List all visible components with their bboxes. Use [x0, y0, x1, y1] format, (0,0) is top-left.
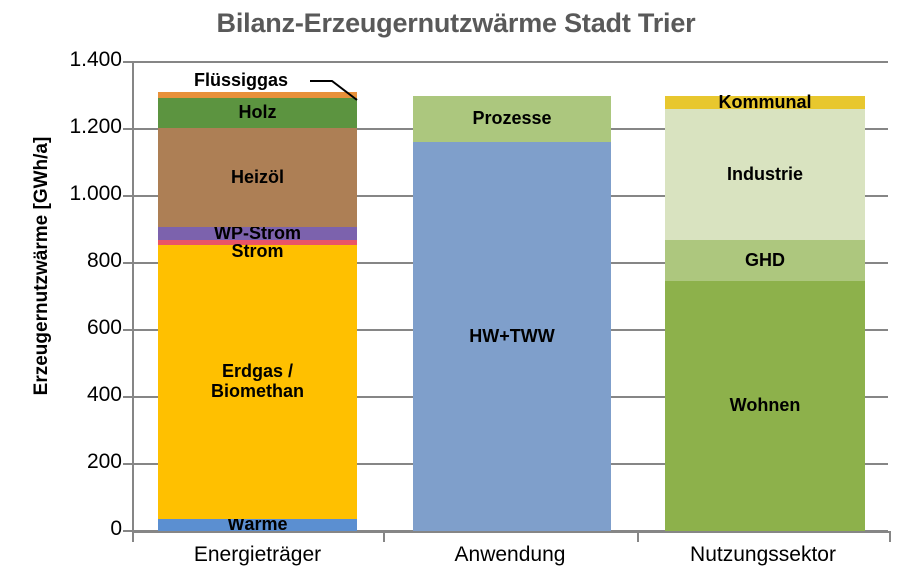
bar-segment-label: Heizöl	[230, 166, 284, 187]
bar-segment-wp-strom[interactable]: WP-Strom	[158, 223, 357, 243]
y-tick-label: 0	[110, 517, 122, 540]
bar-segment-hw+tww[interactable]: HW+TWW	[413, 141, 611, 531]
x-axis-label-nutzungssektor: Nutzungssektor	[690, 543, 836, 566]
bar-nutzungssektor[interactable]: Wohnen GHD Industrie Kommunal	[665, 62, 865, 531]
y-tick-label: 800	[86, 249, 122, 272]
y-tick-label: 600	[86, 316, 122, 339]
x-axis-label-anwendung: Anwendung	[454, 543, 566, 566]
x-axis-separator	[132, 531, 134, 542]
callout-leader-line-fluessiggas	[310, 80, 358, 101]
y-tick-mark	[123, 195, 134, 197]
x-axis-separator	[637, 531, 639, 542]
bar-segment-label: Holz	[238, 102, 277, 123]
y-tick-mark	[123, 530, 134, 532]
callout-label-fluessiggas: Flüssiggas	[194, 70, 289, 90]
bar-segment-ghd[interactable]: GHD	[665, 240, 865, 281]
bar-segment-label: Industrie	[726, 164, 803, 184]
y-tick-mark	[123, 61, 134, 63]
bar-segment-flüssiggas[interactable]	[158, 92, 357, 98]
bar-segment-label: Prozesse	[472, 108, 552, 129]
bar-segment-label: GHD	[745, 249, 785, 270]
x-axis-separator	[383, 531, 385, 542]
bar-anwendung[interactable]: HW+TWW Prozesse	[413, 62, 611, 531]
x-axis-separator	[889, 531, 891, 542]
y-tick-label: 1.000	[69, 182, 122, 205]
bar-segment-industrie[interactable]: Industrie	[665, 109, 865, 241]
y-tick-mark	[123, 128, 134, 130]
bar-segment-heizöl[interactable]: Heizöl	[158, 127, 357, 228]
bar-segment-label: Erdgas / Biomethan	[210, 361, 304, 401]
bar-segment-strom[interactable]: Strom	[158, 239, 357, 261]
y-axis-line	[132, 62, 134, 531]
y-tick-mark	[123, 463, 134, 465]
y-tick-label: 1.400	[69, 48, 122, 71]
y-tick-mark	[123, 396, 134, 398]
bar-segment-label: HW+TWW	[469, 325, 555, 346]
y-tick-mark	[123, 262, 134, 264]
bar-segment-prozesse[interactable]: Prozesse	[413, 95, 611, 142]
gridline-1400	[132, 61, 888, 63]
y-tick-label: 1.200	[69, 115, 122, 138]
y-tick-label: 400	[86, 383, 122, 406]
bar-segment-kommunal[interactable]: Kommunal	[665, 92, 865, 112]
y-tick-label: 200	[86, 450, 122, 473]
chart-title: Bilanz-Erzeugernutzwärme Stadt Trier	[216, 8, 696, 38]
x-axis-line	[132, 531, 890, 533]
bar-segment-label: Wohnen	[729, 395, 801, 416]
bar-segment-erdgas---biomethan[interactable]: Erdgas / Biomethan	[158, 244, 357, 519]
bar-segment-wohnen[interactable]: Wohnen	[665, 280, 865, 531]
bar-segment-wärme[interactable]: Wärme	[158, 514, 357, 534]
x-axis-label-energieträger: Energieträger	[193, 543, 322, 566]
y-tick-mark	[123, 329, 134, 331]
